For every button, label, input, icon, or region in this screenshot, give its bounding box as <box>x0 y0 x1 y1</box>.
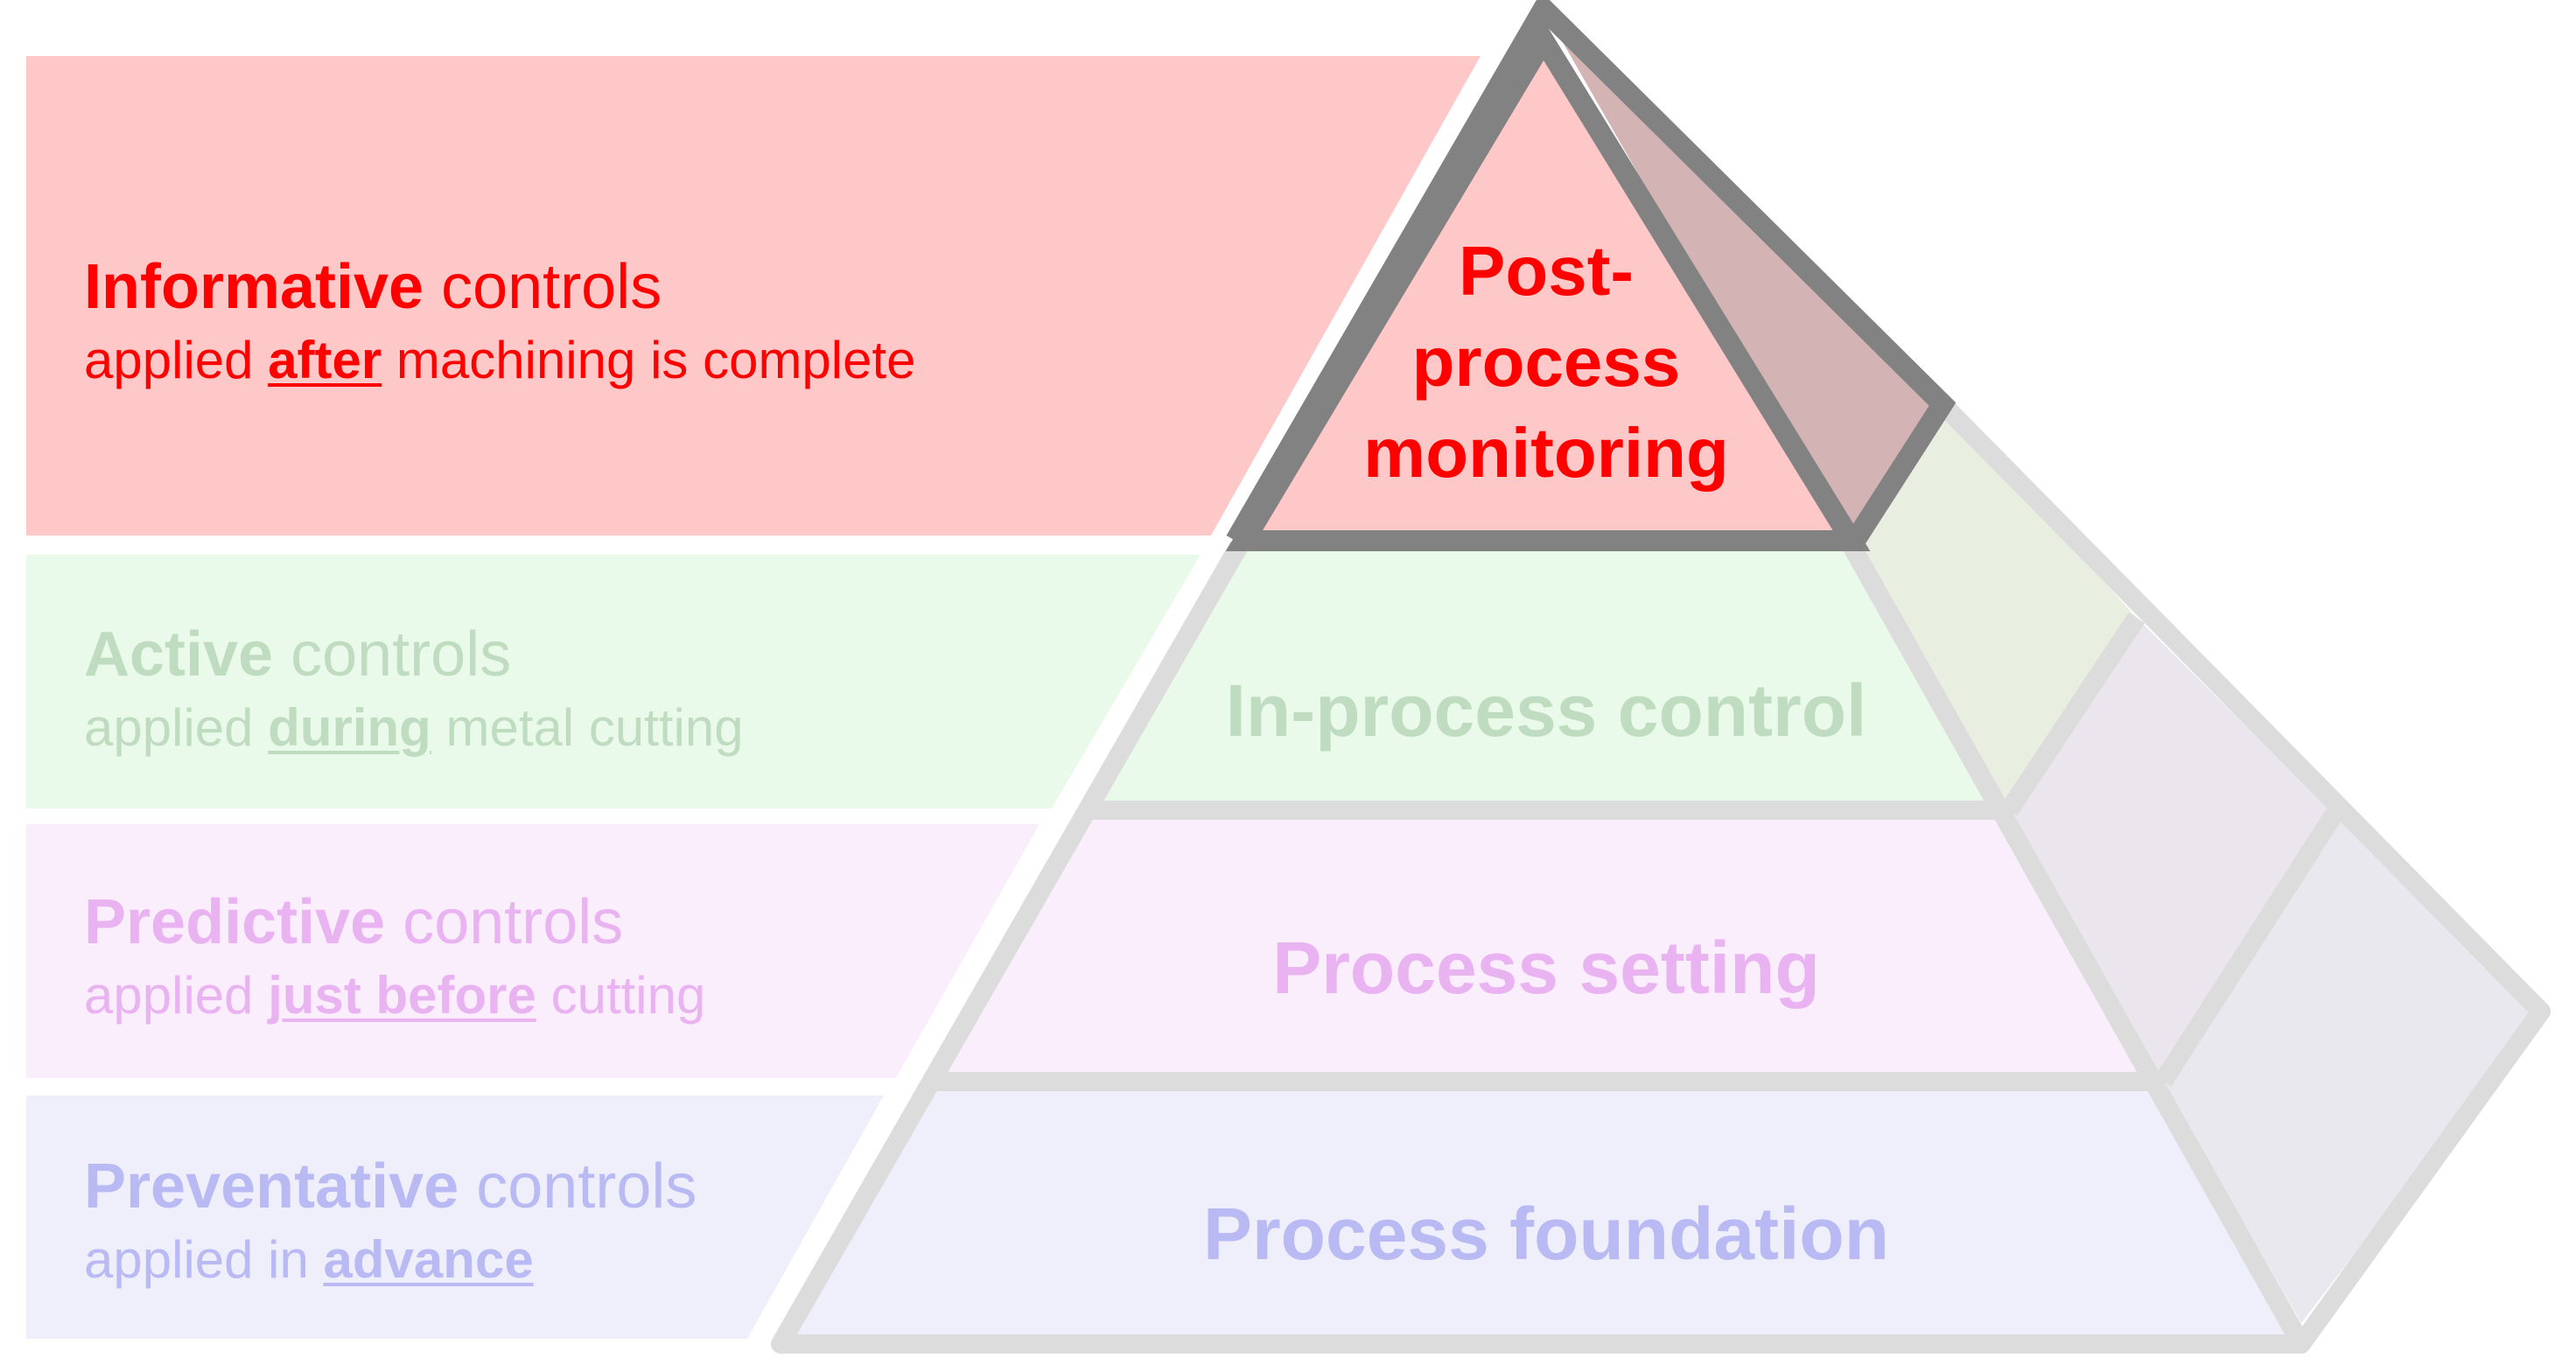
sub-keyword: advance <box>323 1230 534 1289</box>
sub-suffix: machining is complete <box>382 331 916 389</box>
sub-keyword: just before <box>268 966 536 1025</box>
label-rest: controls <box>458 1152 697 1222</box>
band-predictive <box>26 824 1040 1078</box>
label-rest: controls <box>273 620 512 690</box>
label-preventative: Preventative controls applied in advance <box>84 1150 696 1297</box>
label-keyword: Predictive <box>84 887 386 957</box>
sub-prefix: applied <box>84 331 269 389</box>
label-rest: controls <box>424 252 662 322</box>
tier-name-process-setting: Process setting <box>1272 927 1820 1009</box>
band-informative <box>26 56 1480 536</box>
label-predictive: Predictive controls applied just before … <box>84 886 705 1032</box>
lower-pyramid-outline <box>771 397 2551 1354</box>
sub-keyword: during <box>268 698 431 757</box>
label-keyword: Active <box>84 620 274 690</box>
band-active <box>26 555 1200 808</box>
tier-front-4 <box>780 1082 2301 1344</box>
label-active: Active controls applied during metal cut… <box>84 618 744 765</box>
sub-suffix: metal cutting <box>430 698 744 757</box>
label-rest: controls <box>385 887 624 957</box>
tier-front-3 <box>934 810 2163 1082</box>
side-face-1 <box>1544 9 1942 546</box>
sub-suffix: cutting <box>536 966 706 1025</box>
sub-prefix: applied <box>84 698 269 757</box>
tier-name-process-foundation: Process foundation <box>1202 1193 1890 1275</box>
sub-prefix: applied in <box>84 1230 324 1289</box>
label-informative: Informative controls applied after machi… <box>84 250 916 397</box>
tier-name-post-process: Post- process monitoring <box>1363 232 1729 492</box>
tier-name-in-process: In-process control <box>1225 669 1867 752</box>
top-tier-outline <box>1225 0 1956 552</box>
band-preventative <box>26 1096 884 1339</box>
tier-front-2 <box>1085 546 2009 810</box>
label-keyword: Preventative <box>84 1152 459 1222</box>
label-keyword: Informative <box>84 252 424 322</box>
sub-prefix: applied <box>84 966 269 1025</box>
sub-keyword: after <box>268 331 382 389</box>
tier-front-1 <box>1239 35 1852 546</box>
side-face-3 <box>2009 618 2334 1082</box>
